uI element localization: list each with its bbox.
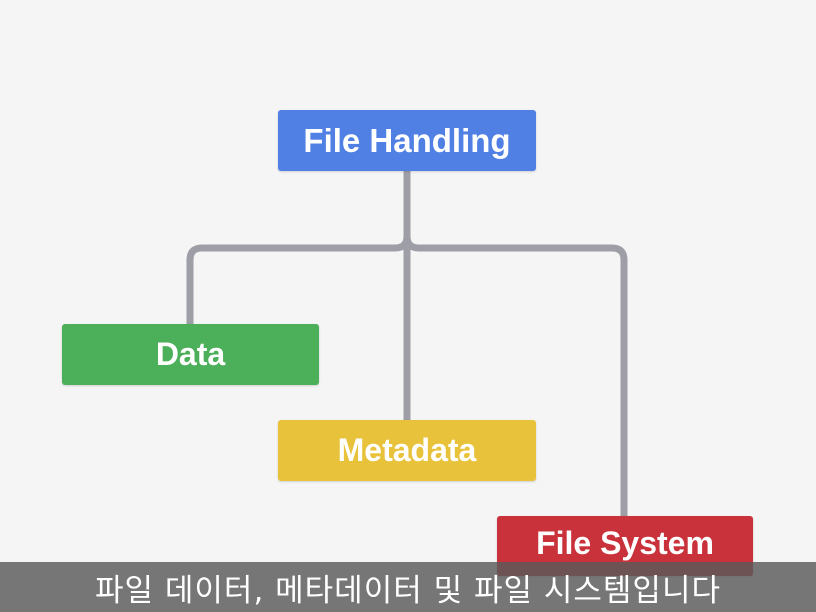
child-node-metadata: Metadata [278, 420, 536, 481]
child-node-label: Data [155, 336, 226, 372]
root-node-file-handling: File Handling [278, 110, 536, 171]
child-node-label: Metadata [337, 432, 477, 468]
child-node-data: Data [62, 324, 319, 385]
subtitle-text: 파일 데이터, 메타데이터 및 파일 시스템입니다 [94, 572, 721, 609]
connector-to-data [186, 232, 411, 328]
subtitle-bar: 파일 데이터, 메타데이터 및 파일 시스템입니다 [0, 562, 816, 612]
child-node-label: File System [536, 525, 714, 561]
root-node-label: File Handling [303, 121, 511, 159]
connector-to-file-system [403, 232, 628, 520]
